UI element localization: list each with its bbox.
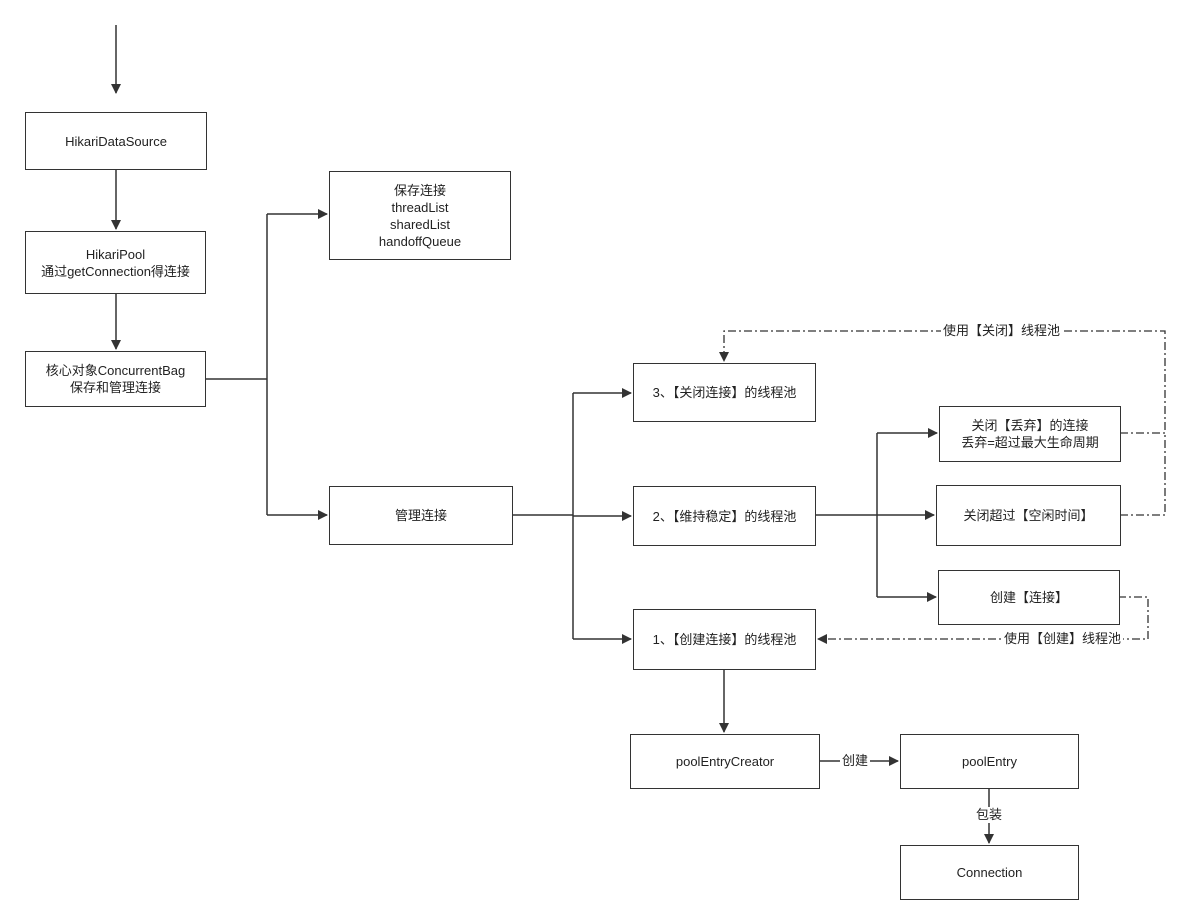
edge-label-use-close-pool: 使用【关闭】线程池 xyxy=(941,323,1063,339)
node-pool-entry: poolEntry xyxy=(900,734,1079,789)
node-label: 2、【维持稳定】的线程池 xyxy=(652,508,797,524)
node-close-discarded: 关闭【丢弃】的连接 丢弃=超过最大生命周期 xyxy=(939,406,1121,462)
node-connection: Connection xyxy=(900,845,1079,900)
node-label: threadList xyxy=(391,199,449,215)
node-label: 丢弃=超过最大生命周期 xyxy=(961,435,1099,450)
node-label: Connection xyxy=(956,865,1023,880)
node-label: 保存和管理连接 xyxy=(69,380,161,395)
node-concurrent-bag: 核心对象ConcurrentBag 保存和管理连接 xyxy=(25,351,206,407)
edge-label-create: 创建 xyxy=(840,753,871,769)
node-label: sharedList xyxy=(390,216,450,232)
node-label: 关闭超过【空闲时间】 xyxy=(963,508,1094,523)
edge-use-create-pool xyxy=(817,596,1149,644)
node-label: poolEntry xyxy=(962,754,1017,769)
node-create-connection-pool: 1、【创建连接】的线程池 xyxy=(633,609,816,670)
node-label: 1、【创建连接】的线程池 xyxy=(652,632,797,647)
node-label: HikariDataSource xyxy=(65,133,167,149)
node-save-connections: 保存连接 threadList sharedList handoffQueue xyxy=(329,171,511,260)
node-label: 核心对象ConcurrentBag xyxy=(45,363,186,378)
node-close-idle: 关闭超过【空闲时间】 xyxy=(936,485,1121,546)
node-create-connection: 创建【连接】 xyxy=(938,570,1120,625)
node-keep-stable-pool: 2、【维持稳定】的线程池 xyxy=(633,486,816,546)
node-close-connection-pool: 3、【关闭连接】的线程池 xyxy=(633,363,816,422)
node-label: 关闭【丢弃】的连接 xyxy=(971,418,1089,433)
edge-label-use-create-pool: 使用【创建】线程池 xyxy=(1002,631,1124,647)
node-pool-entry-creator: poolEntryCreator xyxy=(630,734,820,789)
node-label: 管理连接 xyxy=(394,508,447,523)
node-label: poolEntryCreator xyxy=(675,754,775,769)
node-manage-connections: 管理连接 xyxy=(329,486,513,545)
edge-use-close-pool xyxy=(719,330,1166,434)
edge-label-wrap: 包装 xyxy=(974,807,1005,823)
edge-idle-to-close xyxy=(1120,433,1166,516)
node-hikari-datasource: HikariDataSource xyxy=(25,112,207,170)
node-label: 保存连接 xyxy=(393,182,446,198)
node-label: 通过getConnection得连接 xyxy=(41,263,190,279)
node-hikari-pool: HikariPool 通过getConnection得连接 xyxy=(25,231,206,294)
node-label: 创建【连接】 xyxy=(989,590,1068,605)
node-label: HikariPool xyxy=(85,246,146,262)
node-label: 3、【关闭连接】的线程池 xyxy=(652,385,797,400)
node-label: handoffQueue xyxy=(378,233,462,249)
